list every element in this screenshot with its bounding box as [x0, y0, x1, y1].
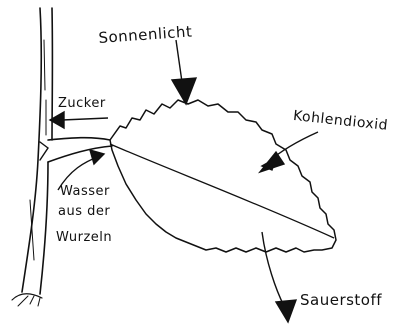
tree-trunk: [12, 8, 52, 306]
co2-arrow: [260, 132, 318, 172]
label-water-line1: Wasser: [60, 184, 110, 200]
leaf-stem: [40, 138, 112, 162]
sunlight-arrow: [172, 40, 196, 104]
label-water-line3: Wurzeln: [56, 230, 112, 246]
label-sugar: Zucker: [58, 96, 106, 112]
label-water-line2: aus der: [58, 204, 110, 220]
label-oxygen: Sauerstoff: [300, 292, 382, 308]
sugar-arrow: [50, 112, 108, 128]
oxygen-arrow: [262, 232, 296, 322]
